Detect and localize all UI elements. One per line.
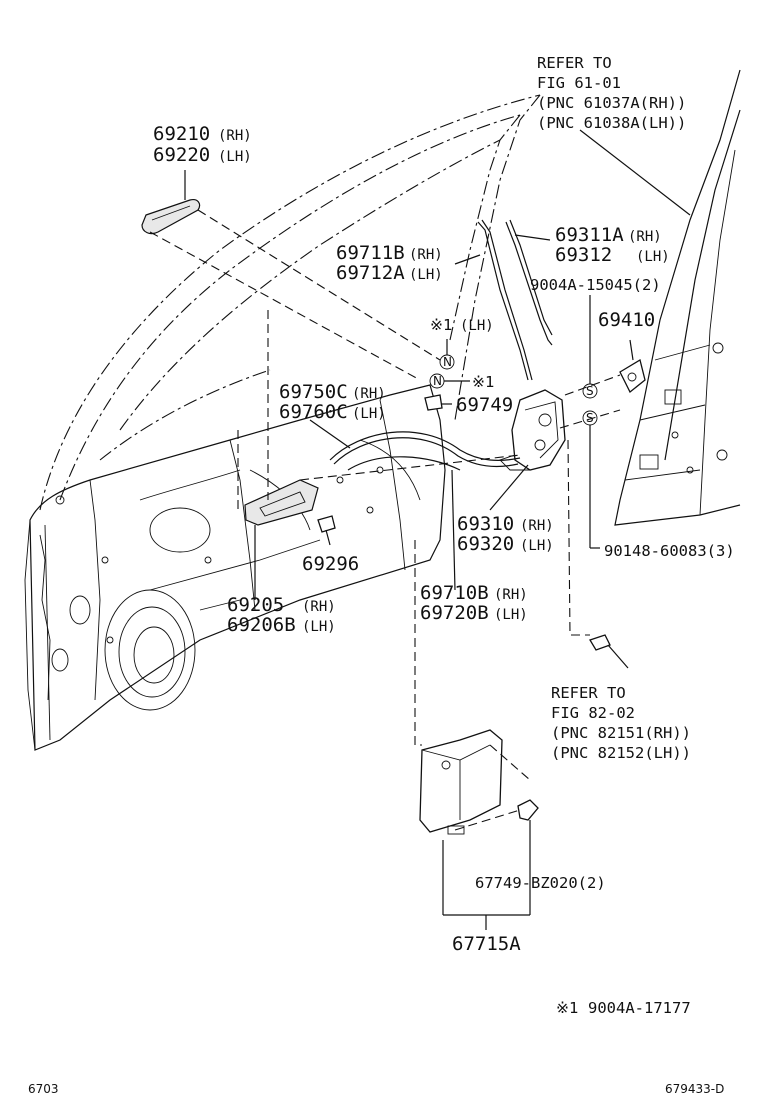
part-90148-60083: 90148-60083(3) bbox=[604, 542, 735, 560]
control-module-67715A bbox=[414, 540, 539, 930]
part-69710B-code: 69710B bbox=[420, 582, 489, 604]
s-markers: S S bbox=[559, 295, 621, 549]
part-69760C-code: 69760C bbox=[279, 401, 348, 423]
part-69311A-side: (RH) bbox=[628, 229, 662, 245]
part-9004A-15045: 9004A-15045(2) bbox=[530, 276, 661, 294]
note-lh-mark: ※1 bbox=[430, 316, 452, 334]
part-69760C-side: (LH) bbox=[352, 406, 386, 422]
refer-wiring-line2: FIG 82-02 bbox=[551, 704, 635, 722]
part-67749-BZ020: 67749-BZ020(2) bbox=[475, 874, 606, 892]
dash-handle-to-lock-2 bbox=[149, 231, 421, 381]
door-pillar bbox=[614, 69, 741, 526]
part-69220-code: 69220 bbox=[153, 144, 210, 166]
part-69410: 69410 bbox=[598, 309, 655, 331]
refer-wiring-line4: (PNC 82152(LH)) bbox=[551, 744, 691, 762]
n-mark-1: N bbox=[443, 355, 452, 369]
part-69296: 69296 bbox=[302, 553, 359, 575]
label-69210: 69210 (RH) 69220 (LH) bbox=[153, 123, 252, 166]
control-cables bbox=[299, 419, 521, 591]
wiring-connector bbox=[567, 439, 629, 669]
part-69711B-code: 69711B bbox=[336, 242, 405, 264]
label-69310: 69310 (RH) 69320 (LH) bbox=[457, 513, 554, 555]
refer-wiring-line3: (PNC 82151(RH)) bbox=[551, 724, 691, 742]
label-69750C: 69750C (RH) 69760C (LH) bbox=[279, 381, 386, 423]
label-69311A: 69311A (RH) 69312 (LH) bbox=[555, 224, 670, 266]
note-lh-side: (LH) bbox=[460, 318, 494, 334]
n-mark-2: N bbox=[433, 374, 442, 388]
footer-right-code: 679433-D bbox=[665, 1082, 724, 1096]
part-69710B-side: (RH) bbox=[494, 587, 528, 603]
part-69220-side: (LH) bbox=[218, 149, 252, 165]
refer-pillar-line1: REFER TO bbox=[537, 54, 612, 72]
lock-rods bbox=[454, 219, 553, 381]
part-69205-side: (RH) bbox=[302, 599, 336, 615]
door-inner-panel bbox=[24, 384, 446, 751]
striker-69410 bbox=[619, 339, 646, 394]
part-69310-code: 69310 bbox=[457, 513, 514, 535]
part-69311A-code: 69311A bbox=[555, 224, 624, 246]
note-lh-label: ※1 (LH) bbox=[430, 316, 494, 334]
label-69710B: 69710B (RH) 69720B (LH) bbox=[420, 582, 528, 624]
refer-wiring-label: REFER TO FIG 82-02 (PNC 82151(RH)) (PNC … bbox=[551, 684, 691, 762]
part-69205-code: 69205 bbox=[227, 594, 284, 616]
refer-pillar-line3: (PNC 61037A(RH)) bbox=[537, 94, 686, 112]
leader-pillar-refer bbox=[579, 129, 691, 216]
part-69750C-code: 69750C bbox=[279, 381, 348, 403]
footnote-mark: ※1 bbox=[556, 999, 578, 1017]
part-69712A-side: (LH) bbox=[409, 267, 443, 283]
part-69310-side: (RH) bbox=[520, 518, 554, 534]
part-69320-side: (LH) bbox=[520, 538, 554, 554]
n-markers: N N bbox=[424, 339, 470, 411]
part-69206B-code: 69206B bbox=[227, 614, 296, 636]
footnote: ※1 9004A-17177 bbox=[556, 999, 691, 1017]
note-n-mark: ※1 bbox=[472, 373, 494, 391]
label-69205: 69205 (RH) 69206B (LH) bbox=[227, 594, 336, 636]
dash-handle-to-lock bbox=[197, 209, 441, 361]
part-69210-side: (RH) bbox=[218, 128, 252, 144]
part-69320-code: 69320 bbox=[457, 533, 514, 555]
part-69720B-code: 69720B bbox=[420, 602, 489, 624]
part-69206B-side: (LH) bbox=[302, 619, 336, 635]
refer-wiring-line1: REFER TO bbox=[551, 684, 626, 702]
refer-pillar-line2: FIG 61-01 bbox=[537, 74, 621, 92]
refer-pillar-label: REFER TO FIG 61-01 (PNC 61037A(RH)) (PNC… bbox=[537, 54, 686, 132]
part-69312-code: 69312 bbox=[555, 244, 612, 266]
screw-69296 bbox=[317, 515, 336, 546]
refer-pillar-line4: (PNC 61038A(LH)) bbox=[537, 114, 686, 132]
s-mark-1: S bbox=[586, 384, 594, 398]
part-69312-side: (LH) bbox=[636, 249, 670, 265]
part-69749: 69749 bbox=[456, 394, 513, 416]
door-lock-69310 bbox=[489, 389, 566, 511]
footnote-code: 9004A-17177 bbox=[588, 999, 691, 1017]
part-69720B-side: (LH) bbox=[494, 607, 528, 623]
part-69210-code: 69210 bbox=[153, 123, 210, 145]
part-69712A-code: 69712A bbox=[336, 262, 405, 284]
label-69711B: 69711B (RH) 69712A (LH) bbox=[336, 242, 443, 284]
s-mark-2: S bbox=[586, 411, 594, 425]
part-69711B-side: (RH) bbox=[409, 247, 443, 263]
outside-handle-69210 bbox=[141, 170, 201, 235]
part-69750C-side: (RH) bbox=[352, 386, 386, 402]
door-frame-outline bbox=[39, 94, 541, 511]
footer-left-code: 6703 bbox=[28, 1082, 59, 1096]
part-67715A: 67715A bbox=[452, 933, 521, 955]
inside-handle-69205 bbox=[237, 310, 319, 600]
